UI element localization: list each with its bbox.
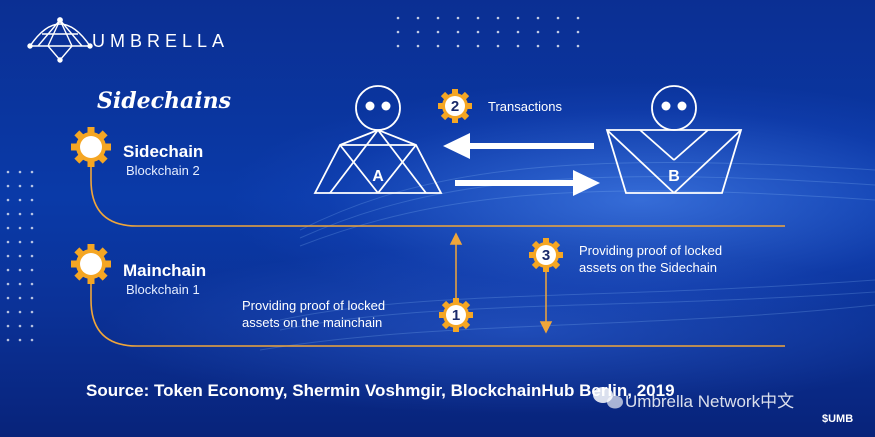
node-a: A <box>313 85 443 194</box>
sidechain-gear-icon <box>71 127 111 167</box>
proof-down-arrow-icon <box>539 321 553 334</box>
arrow-right-shaft <box>455 180 577 186</box>
proof-up-arrow-icon <box>449 232 463 245</box>
step-3-label-line2: assets on the Sidechain <box>579 260 718 275</box>
node-b: B <box>605 85 743 194</box>
step-3-label-line1: Providing proof of locked <box>579 243 723 258</box>
dot-grid-top <box>396 16 580 48</box>
arrow-right-icon <box>573 170 600 196</box>
step-3-number: 3 <box>542 247 550 264</box>
sidechain-name: Sidechain <box>123 142 204 161</box>
dot-grid-left <box>6 170 34 342</box>
brand-name: UMBRELLA <box>92 31 230 51</box>
sidechain-subtitle: Blockchain 2 <box>126 163 200 178</box>
mainchain-gear-icon <box>71 244 111 284</box>
source-caption: Source: Token Economy, Shermin Voshmgir,… <box>86 381 675 400</box>
node-a-label: A <box>372 168 384 185</box>
step-2-label: Transactions <box>488 99 562 114</box>
mainchain-name: Mainchain <box>123 261 207 280</box>
step-1-label-line2: assets on the mainchain <box>242 315 383 330</box>
ticker-label: $UMB <box>822 413 854 425</box>
wechat-icon <box>593 387 623 409</box>
page-title: Sidechains <box>97 88 232 114</box>
mainchain-line <box>90 279 785 347</box>
step-3-label: Providing proof of locked assets on the … <box>579 242 722 276</box>
step-2-number: 2 <box>451 98 459 115</box>
watermark-text: Umbrella Network中文 <box>625 392 795 411</box>
mainchain-subtitle: Blockchain 1 <box>126 282 200 297</box>
transaction-arrows <box>443 133 600 196</box>
sidechain-line <box>90 162 785 227</box>
step-1-number: 1 <box>452 307 460 324</box>
arrow-left-shaft <box>466 143 594 149</box>
step-1-label: Providing proof of locked assets on the … <box>242 297 385 331</box>
node-b-label: B <box>668 168 680 185</box>
step-1-label-line1: Providing proof of locked <box>242 298 386 313</box>
arrow-left-icon <box>443 133 470 159</box>
chain-lines <box>90 162 785 347</box>
umbrella-network-logo <box>27 17 93 63</box>
